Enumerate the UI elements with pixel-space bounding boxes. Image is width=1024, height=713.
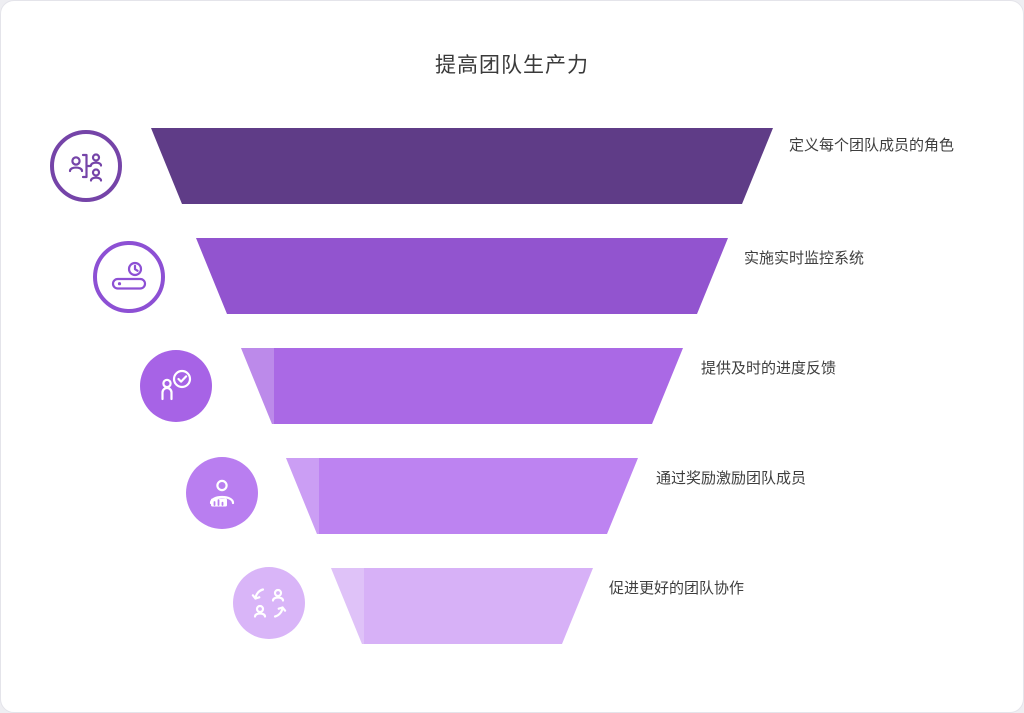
- reward-presenter-icon: [186, 457, 258, 529]
- funnel-label-5: 促进更好的团队协作: [609, 580, 745, 597]
- funnel-segment-5: [331, 568, 593, 644]
- funnel-segment-2: [196, 238, 728, 314]
- funnel-segment-4: [286, 458, 638, 534]
- funnel-label-4: 通过奖励激励团队成员: [656, 470, 807, 487]
- collaboration-cycle-icon: [233, 567, 305, 639]
- segment-highlight: [286, 458, 319, 534]
- funnel-label-2: 实施实时监控系统: [744, 250, 865, 267]
- team-roles-icon: [50, 130, 122, 202]
- segment-highlight: [241, 348, 274, 424]
- segment-highlight: [331, 568, 364, 644]
- funnel-label-1: 定义每个团队成员的角色: [789, 137, 955, 154]
- funnel-segment-3: [241, 348, 683, 424]
- funnel-segment-1: [151, 128, 773, 204]
- page-title: 提高团队生产力: [435, 54, 589, 77]
- funnel-label-3: 提供及时的进度反馈: [701, 360, 837, 377]
- timely-feedback-icon: [140, 350, 212, 422]
- monitoring-clock-icon: [93, 241, 165, 313]
